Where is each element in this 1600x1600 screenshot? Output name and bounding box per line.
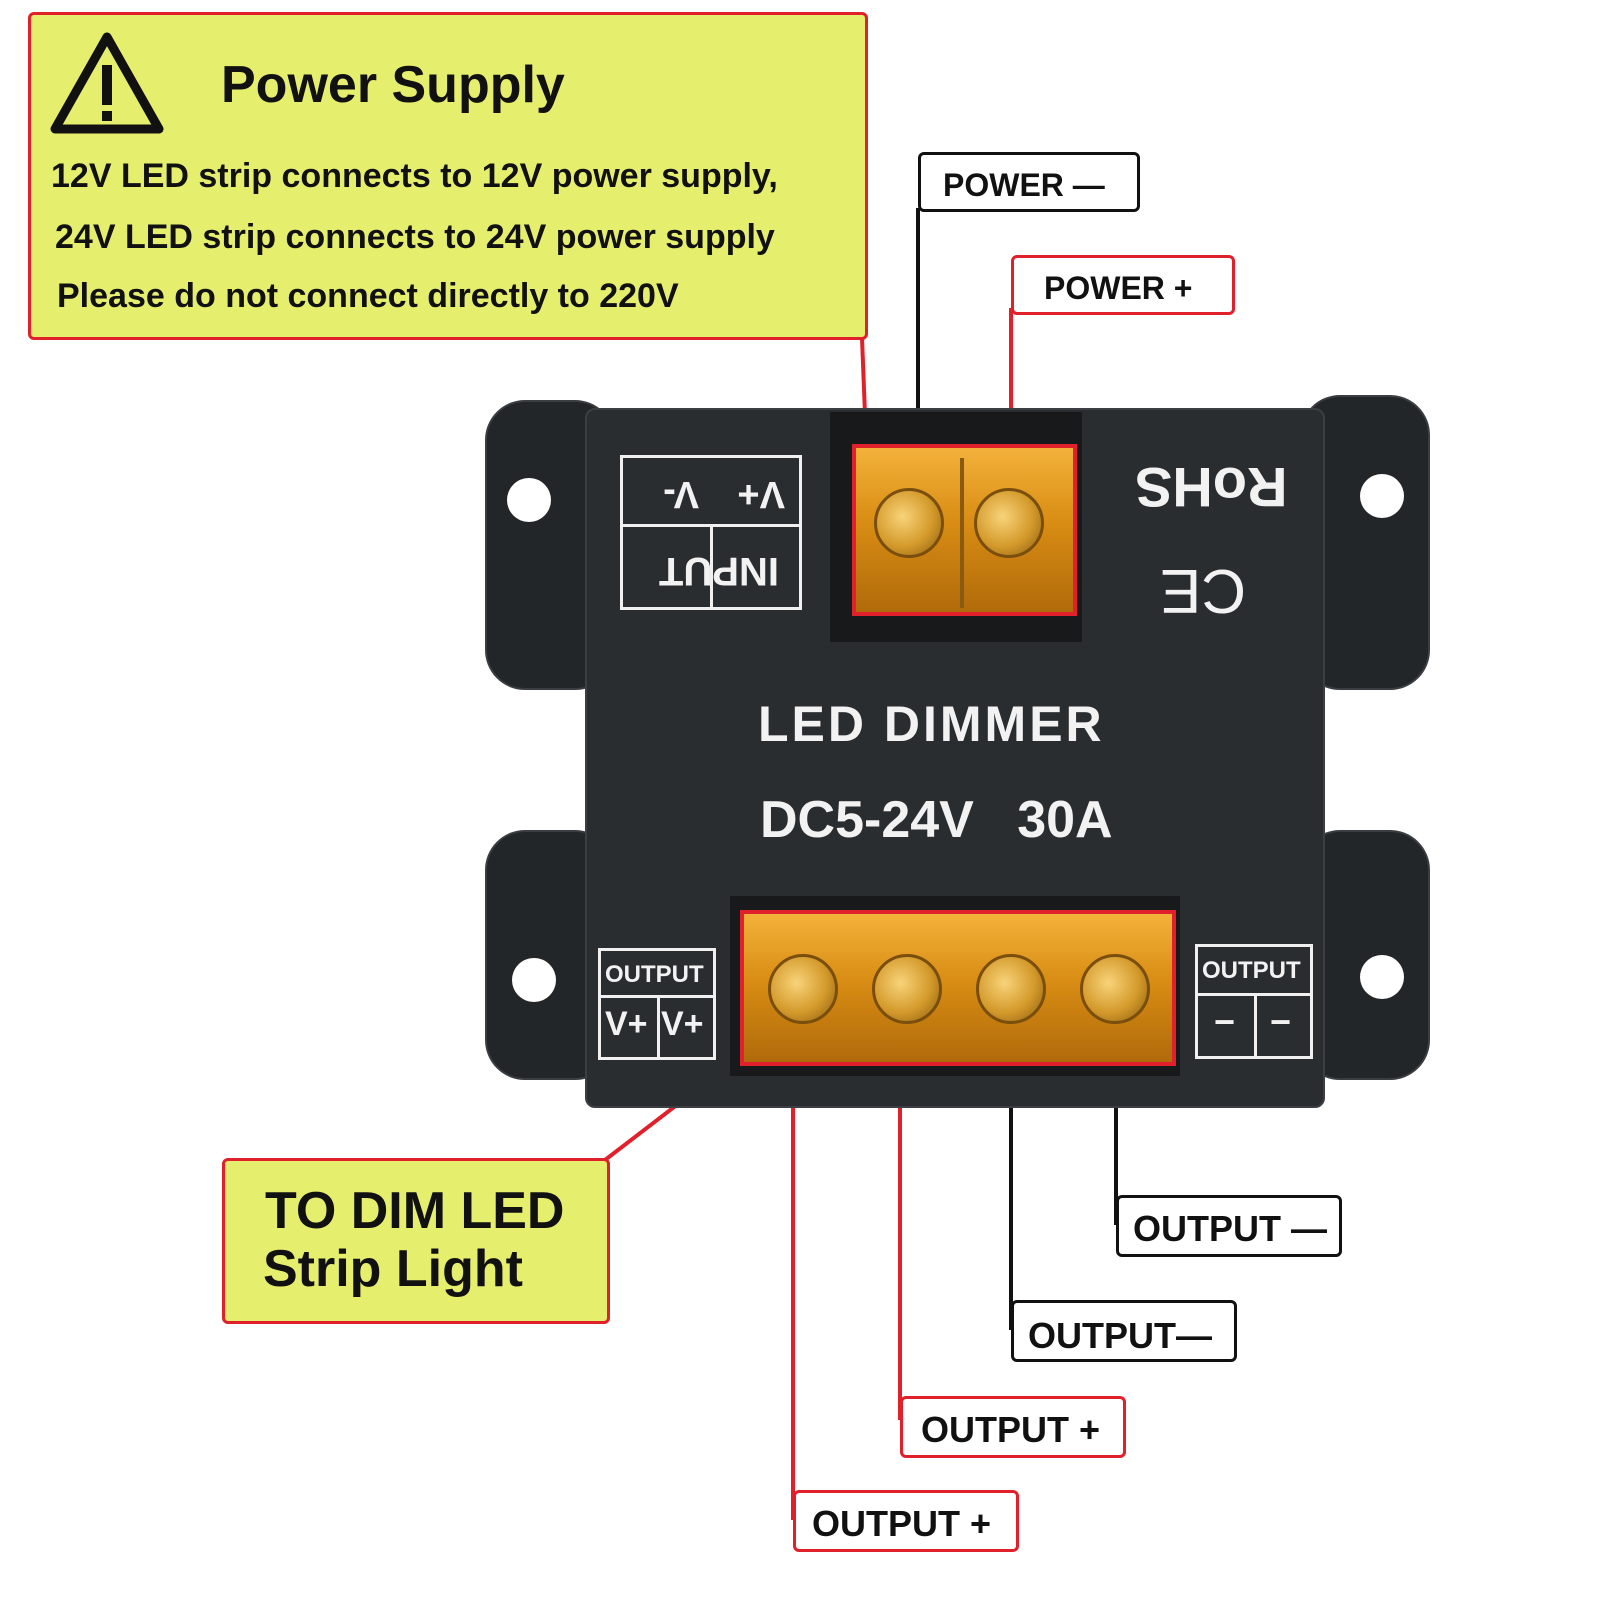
mounting-hole — [507, 478, 551, 522]
terminal-screw-icon — [1080, 954, 1150, 1024]
power-minus-label: POWER — — [918, 152, 1140, 212]
mounting-hole — [1360, 955, 1404, 999]
marking-divider — [1254, 993, 1257, 1056]
warning-title: Power Supply — [221, 56, 565, 114]
power-supply-warning-box: Power Supply 12V LED strip connects to 1… — [28, 12, 868, 340]
output-right-text: OUTPUT — [1202, 957, 1301, 984]
marking-divider — [657, 995, 660, 1057]
device-rating: DC5-24V 30A — [760, 791, 1113, 849]
input-vminus-text: V- — [663, 473, 699, 515]
input-text: INPUT — [659, 549, 779, 593]
output-left-text: OUTPUT — [605, 961, 704, 988]
terminal-screw-icon — [976, 954, 1046, 1024]
output-plus-label: OUTPUT + — [793, 1490, 1019, 1552]
to-dim-led-box: TO DIM LED Strip Light — [222, 1158, 610, 1324]
output-left-vplus: V+ — [605, 1005, 648, 1043]
mounting-hole — [1360, 474, 1404, 518]
power-input-terminal — [852, 444, 1077, 616]
device-name: LED DIMMER — [758, 696, 1105, 752]
strip-light-line: Strip Light — [263, 1240, 523, 1298]
warning-triangle-icon — [50, 32, 164, 134]
terminal-screw-icon — [768, 954, 838, 1024]
input-marking: V- V+ INPUT — [620, 455, 802, 610]
output-minus-label: OUTPUT — — [1116, 1195, 1342, 1257]
input-vplus-text: V+ — [737, 473, 785, 515]
mounting-hole — [512, 958, 556, 1002]
output-left-marking: OUTPUT V+ V+ — [598, 948, 716, 1060]
terminal-screw-icon — [974, 488, 1044, 558]
terminal-divider — [960, 458, 964, 608]
warning-line: 24V LED strip connects to 24V power supp… — [55, 218, 775, 256]
output-left-vplus: V+ — [661, 1005, 704, 1043]
ce-mark: CE — [1160, 556, 1247, 625]
rohs-mark: RoHS — [1135, 456, 1288, 519]
to-dim-led-line: TO DIM LED — [265, 1182, 565, 1240]
output-right-minus: − — [1270, 1001, 1292, 1042]
warning-line: 12V LED strip connects to 12V power supp… — [51, 157, 778, 195]
output-terminal — [740, 910, 1176, 1066]
terminal-screw-icon — [872, 954, 942, 1024]
output-plus-label: OUTPUT + — [900, 1396, 1126, 1458]
output-minus-label: OUTPUT— — [1011, 1300, 1237, 1362]
warning-line: Please do not connect directly to 220V — [57, 277, 679, 315]
power-plus-label: POWER + — [1011, 255, 1235, 315]
output-right-marking: OUTPUT − − — [1195, 944, 1313, 1059]
output-right-minus: − — [1214, 1001, 1236, 1042]
terminal-screw-icon — [874, 488, 944, 558]
